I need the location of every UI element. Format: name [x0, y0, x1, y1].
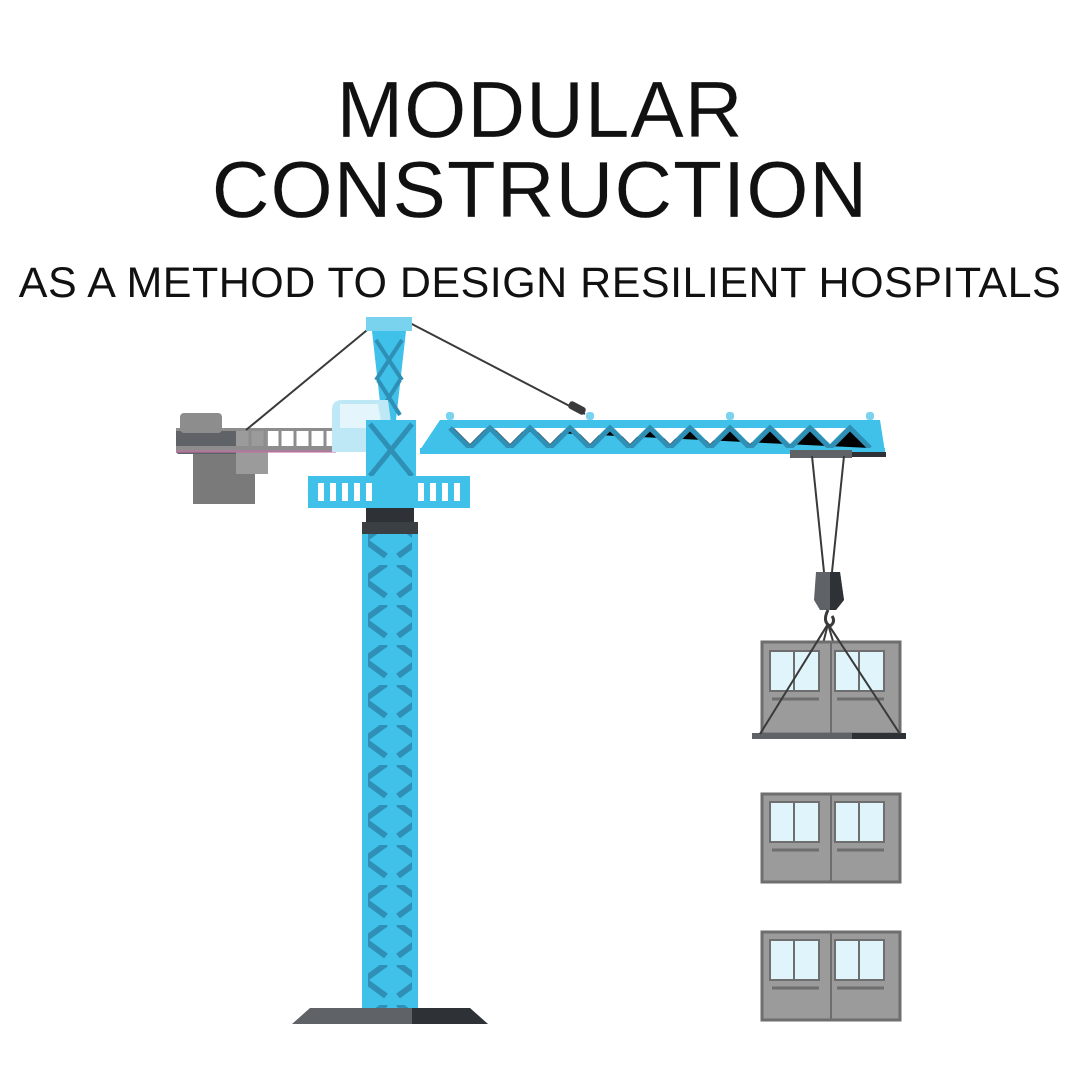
tower-mast [362, 534, 418, 1008]
trolley [790, 450, 852, 458]
counter-jib [176, 413, 336, 504]
module-stacked-lower [760, 930, 902, 1022]
page-title: MODULAR CONSTRUCTION [211, 65, 869, 234]
tie-cables [245, 321, 586, 431]
module-stacked-upper [760, 792, 902, 884]
main-jib [420, 412, 886, 458]
crane-apex [366, 317, 412, 331]
header: MODULAR CONSTRUCTION AS A METHOD TO DESI… [0, 65, 1080, 307]
module-lifted [752, 623, 906, 739]
slewing-platform [308, 476, 470, 534]
crane-base [292, 1008, 488, 1024]
page-subtitle: AS A METHOD TO DESIGN RESILIENT HOSPITAL… [18, 259, 1062, 307]
